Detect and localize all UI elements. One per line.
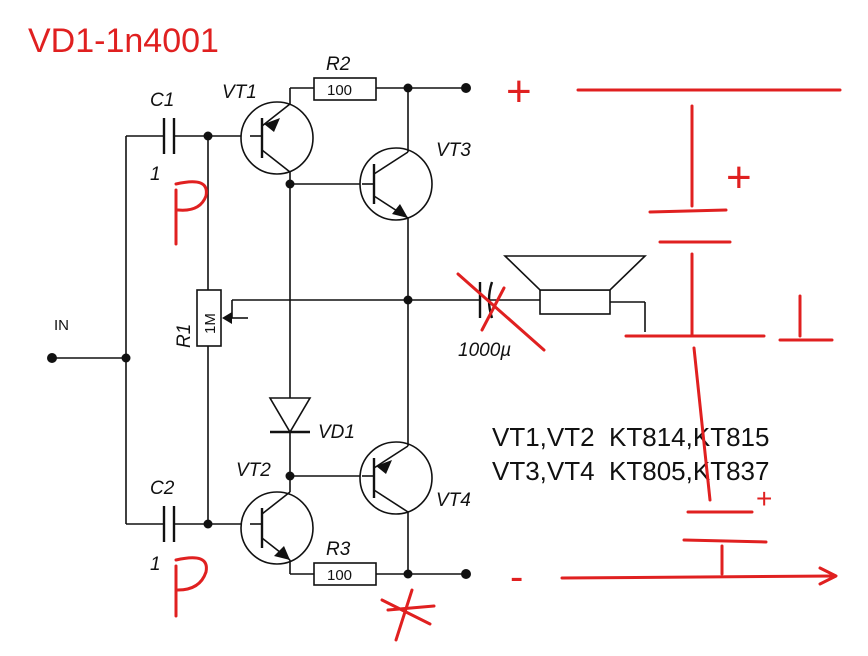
vt2-transistor [240, 476, 314, 574]
output-stage [403, 255, 647, 332]
annotation-title: VD1-1n4001 [28, 22, 219, 60]
label-r1: R1 [174, 324, 195, 348]
label-r3-value: 100 [327, 567, 352, 584]
driver-chain [268, 77, 471, 586]
red-plus-rail: + [506, 67, 532, 116]
label-vt1: VT1 [222, 82, 257, 103]
label-output-cap: 1000µ [458, 340, 511, 361]
red-annotations [174, 88, 842, 642]
plus-terminal [461, 83, 471, 93]
red-minus-rail: - [510, 555, 523, 599]
vt4-transistor [359, 300, 433, 574]
label-c2: C2 [150, 478, 175, 499]
vt3-transistor [359, 88, 433, 300]
label-r3: R3 [326, 539, 351, 560]
label-in: IN [54, 317, 69, 334]
red-plus-small: + [756, 483, 772, 514]
parts-list-line-2: VT3,VT4 KT805,KT837 [492, 456, 769, 486]
label-c2-value: 1 [150, 554, 161, 575]
input-terminal [47, 353, 57, 363]
red-plus-battery: + [726, 153, 752, 202]
vt1-arrow [264, 118, 280, 132]
label-vt4: VT4 [436, 490, 471, 511]
label-c1-value: 1 [150, 164, 161, 185]
speaker-cone [503, 255, 647, 291]
vt2-arrow [274, 546, 290, 560]
label-r1-value: 1M [202, 313, 219, 334]
vt1-transistor [240, 88, 314, 184]
minus-terminal [461, 569, 471, 579]
vt3-arrow [392, 204, 408, 218]
label-vt3: VT3 [436, 140, 471, 161]
speaker-coil [539, 289, 611, 315]
vd1-diode [268, 397, 312, 434]
label-r2: R2 [326, 54, 351, 75]
label-vt2: VT2 [236, 460, 271, 481]
r1-resistor [196, 289, 222, 347]
vt4-arrow [376, 460, 392, 474]
label-r2-value: 100 [327, 82, 352, 99]
label-c1: C1 [150, 90, 174, 111]
input-network [47, 118, 408, 542]
r2-resistor [313, 77, 377, 101]
label-vd1: VD1 [318, 422, 355, 443]
parts-list-line-1: VT1,VT2 KT814,KT815 [492, 422, 769, 452]
